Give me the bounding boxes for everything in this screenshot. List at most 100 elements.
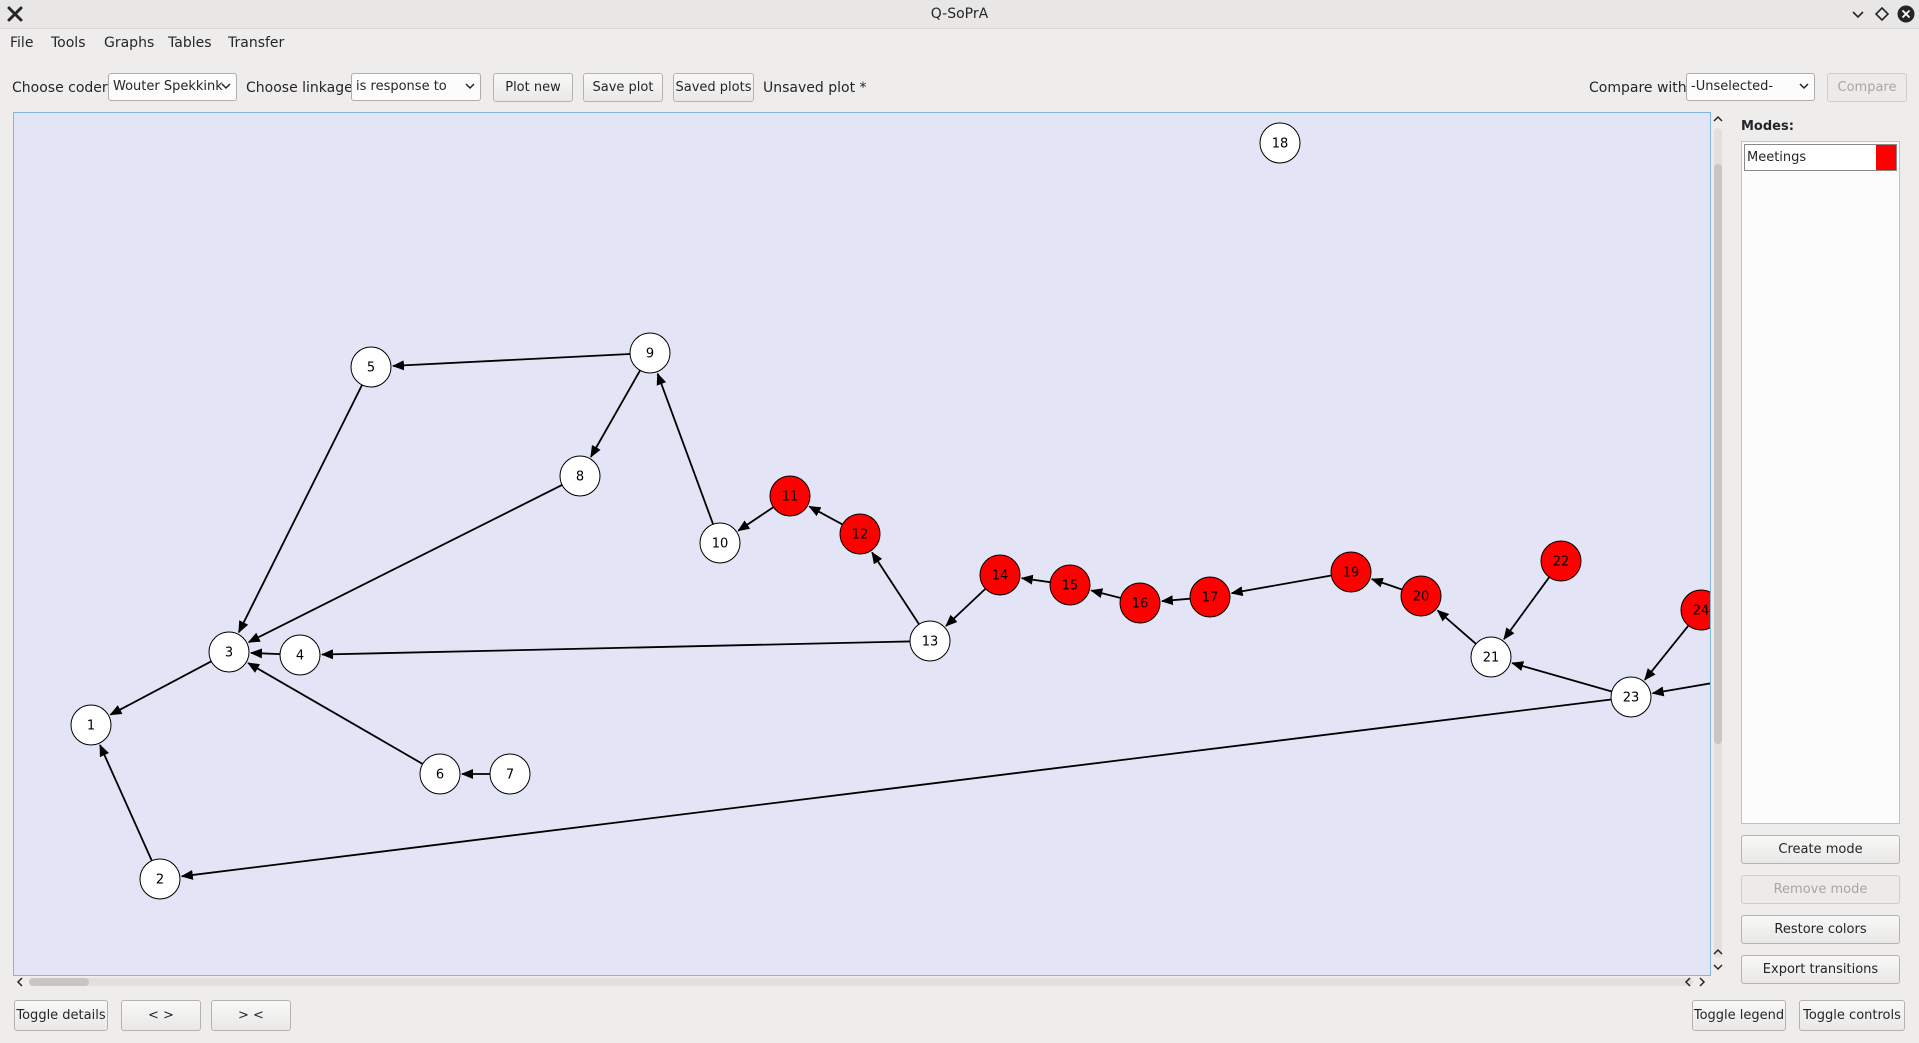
export-transitions-button[interactable]: Export transitions — [1741, 955, 1900, 984]
edge-22-21[interactable] — [1503, 576, 1550, 641]
toggle-details-button[interactable]: Toggle details — [14, 1000, 108, 1031]
maximize-icon[interactable] — [1873, 5, 1891, 23]
vertical-scrollbar[interactable] — [1711, 112, 1725, 976]
close-icon[interactable] — [1897, 5, 1915, 23]
modes-list[interactable]: Meetings — [1741, 141, 1900, 824]
node-circle[interactable] — [1049, 564, 1091, 606]
edge-20-19[interactable] — [1370, 577, 1403, 591]
saved-plots-button[interactable]: Saved plots — [673, 73, 754, 102]
edge-16-15[interactable] — [1090, 588, 1121, 599]
menu-graphs[interactable]: Graphs — [104, 35, 155, 51]
remove-mode-button[interactable]: Remove mode — [1741, 875, 1900, 904]
node-1[interactable]: 1 — [70, 704, 112, 746]
node-circle[interactable] — [839, 513, 881, 555]
edge-3-1[interactable] — [109, 660, 212, 716]
linkage-combo[interactable]: is response to — [351, 73, 481, 101]
plot-new-button[interactable]: Plot new — [493, 73, 573, 102]
horizontal-scrollbar[interactable] — [13, 975, 1709, 989]
node-11[interactable]: 11 — [769, 475, 811, 517]
node-circle[interactable] — [559, 455, 601, 497]
node-18[interactable]: 18 — [1259, 122, 1301, 164]
node-17[interactable]: 17 — [1189, 576, 1231, 618]
edge-23-2[interactable] — [180, 698, 1612, 880]
edge-10-9[interactable] — [656, 372, 714, 525]
node-6[interactable]: 6 — [419, 753, 461, 795]
node-circle[interactable] — [1470, 636, 1512, 678]
node-circle[interactable] — [139, 858, 181, 900]
node-circle[interactable] — [1400, 575, 1442, 617]
node-circle[interactable] — [1610, 676, 1652, 718]
menu-file[interactable]: File — [10, 35, 34, 51]
node-4[interactable]: 4 — [279, 634, 321, 676]
horizontal-scroll-thumb[interactable] — [29, 978, 89, 986]
minimize-icon[interactable] — [1849, 5, 1867, 23]
toggle-legend-button[interactable]: Toggle legend — [1692, 1000, 1786, 1031]
node-circle[interactable] — [350, 346, 392, 388]
coder-combo[interactable]: Wouter Spekkink — [108, 73, 237, 101]
edge-4-3[interactable] — [249, 648, 281, 659]
scroll-up-icon[interactable] — [1713, 947, 1723, 957]
scroll-left-icon[interactable] — [1683, 977, 1693, 987]
restore-colors-button[interactable]: Restore colors — [1741, 915, 1900, 944]
compare-combo[interactable]: -Unselected- — [1686, 73, 1815, 101]
node-circle[interactable] — [70, 704, 112, 746]
menu-tools[interactable]: Tools — [51, 35, 86, 51]
horizontal-scroll-track[interactable] — [29, 978, 1693, 986]
vertical-scroll-thumb[interactable] — [1714, 164, 1722, 744]
mode-color-swatch[interactable] — [1876, 145, 1896, 170]
edge-14-13[interactable] — [945, 588, 987, 627]
edge-23-21[interactable] — [1511, 661, 1613, 693]
edge-19-17[interactable] — [1230, 574, 1332, 597]
node-circle[interactable] — [279, 634, 321, 676]
edge-13-4[interactable] — [320, 640, 911, 660]
edge-6-3[interactable] — [247, 662, 424, 765]
scroll-down-icon[interactable] — [1713, 962, 1723, 972]
edge-9-8[interactable] — [590, 369, 641, 458]
edge-9-5[interactable] — [391, 353, 631, 371]
menu-transfer[interactable]: Transfer — [228, 35, 285, 51]
node-12[interactable]: 12 — [839, 513, 881, 555]
node-19[interactable]: 19 — [1330, 551, 1372, 593]
toggle-controls-button[interactable]: Toggle controls — [1799, 1000, 1905, 1031]
node-circle[interactable] — [629, 332, 671, 374]
edge-11-10[interactable] — [737, 506, 774, 532]
node-23[interactable]: 23 — [1610, 676, 1652, 718]
node-8[interactable]: 8 — [559, 455, 601, 497]
node-14[interactable]: 14 — [979, 554, 1021, 596]
node-circle[interactable] — [699, 522, 741, 564]
node-circle[interactable] — [489, 753, 531, 795]
node-22[interactable]: 22 — [1540, 540, 1582, 582]
node-circle[interactable] — [1540, 540, 1582, 582]
edge-17-16[interactable] — [1160, 595, 1191, 606]
expand-graph-button[interactable]: < > — [121, 1000, 201, 1031]
edge-2-1[interactable] — [99, 744, 153, 862]
mode-item-meetings[interactable]: Meetings — [1744, 144, 1897, 171]
node-circle[interactable] — [1259, 122, 1301, 164]
edge-5-3[interactable] — [238, 384, 363, 634]
node-2[interactable]: 2 — [139, 858, 181, 900]
edge-13-12[interactable] — [871, 551, 920, 625]
compare-button[interactable]: Compare — [1827, 73, 1907, 102]
node-circle[interactable] — [769, 475, 811, 517]
edge-21-20[interactable] — [1436, 609, 1477, 645]
create-mode-button[interactable]: Create mode — [1741, 835, 1900, 864]
node-circle[interactable] — [1189, 576, 1231, 618]
node-20[interactable]: 20 — [1400, 575, 1442, 617]
node-circle[interactable] — [419, 753, 461, 795]
node-21[interactable]: 21 — [1470, 636, 1512, 678]
menu-tables[interactable]: Tables — [168, 35, 212, 51]
node-13[interactable]: 13 — [909, 620, 951, 662]
node-5[interactable]: 5 — [350, 346, 392, 388]
node-15[interactable]: 15 — [1049, 564, 1091, 606]
edge-25-23[interactable] — [1651, 676, 1710, 697]
node-circle[interactable] — [979, 554, 1021, 596]
node-9[interactable]: 9 — [629, 332, 671, 374]
contract-graph-button[interactable]: > < — [211, 1000, 291, 1031]
edge-8-3[interactable] — [247, 484, 563, 643]
node-circle[interactable] — [1680, 589, 1710, 631]
scroll-up-icon[interactable] — [1713, 114, 1723, 124]
node-circle[interactable] — [909, 620, 951, 662]
scroll-right-icon[interactable] — [1697, 977, 1707, 987]
scroll-left-icon[interactable] — [15, 977, 25, 987]
